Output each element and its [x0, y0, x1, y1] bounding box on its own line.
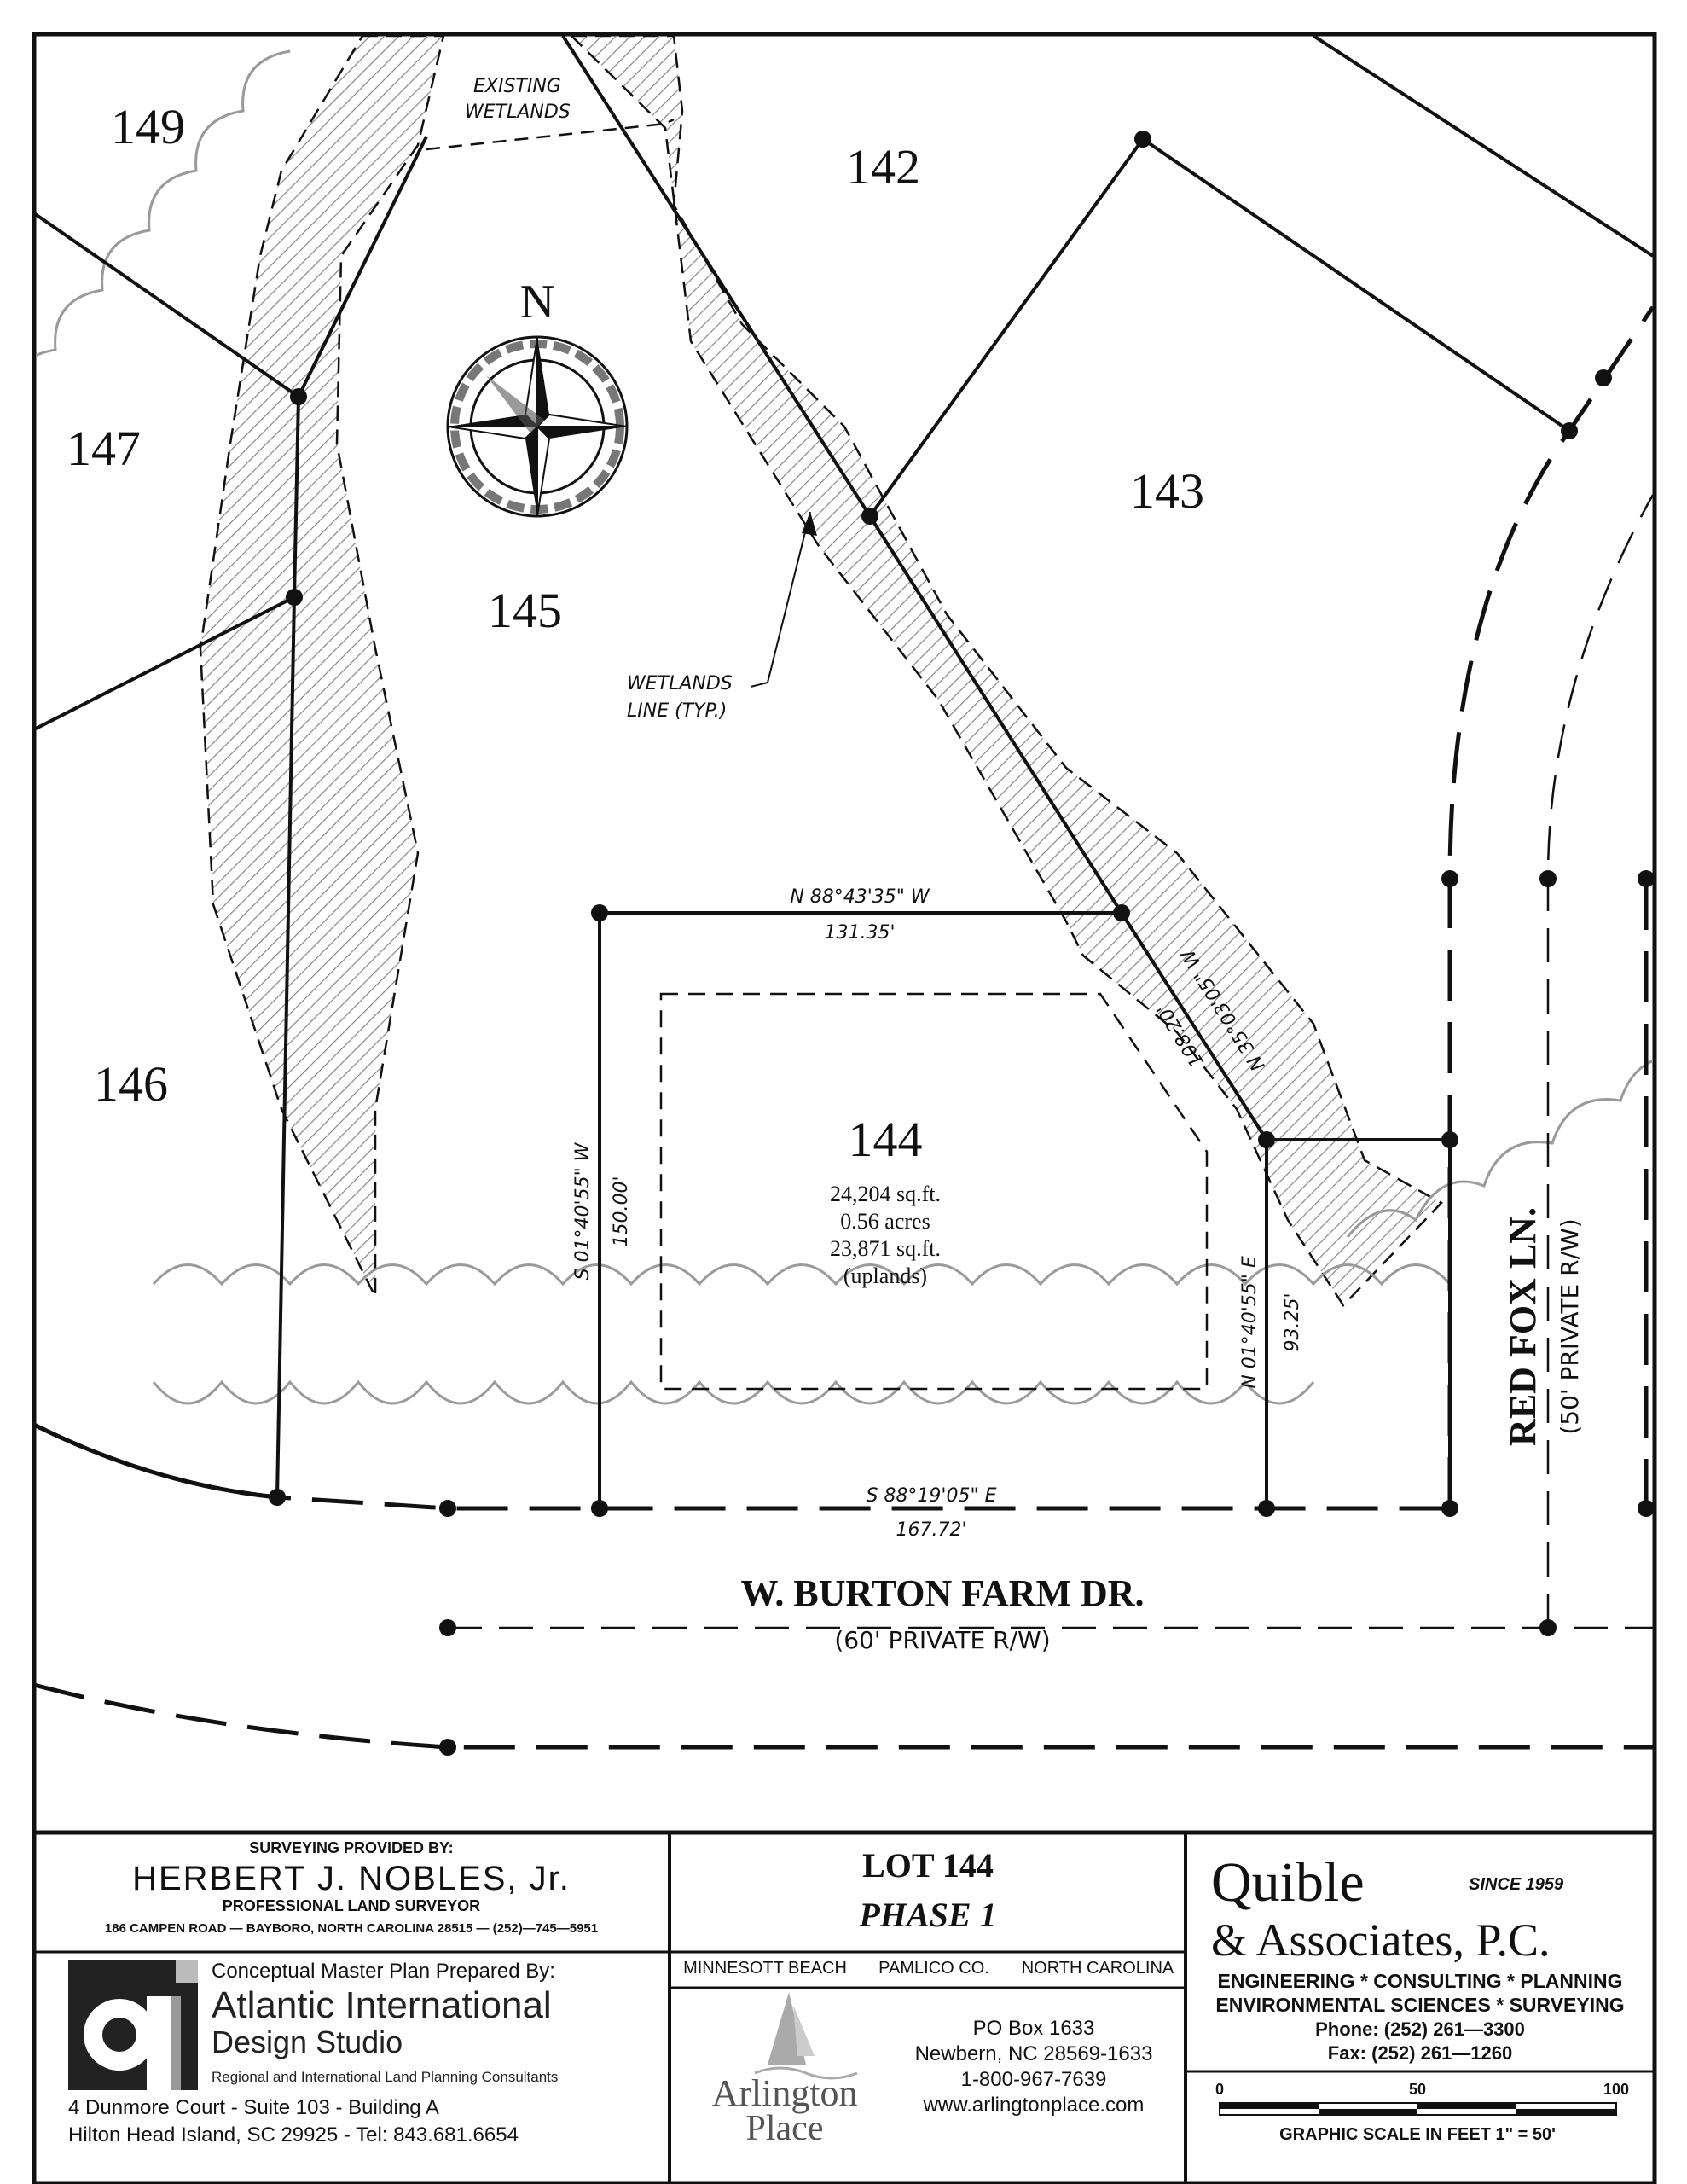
lot-144-uplands-sqft: 23,871 sq.ft.	[830, 1236, 941, 1261]
wetlands-leader-arrow	[750, 511, 811, 688]
existing-wetlands-boundary	[426, 118, 675, 151]
wetlands-west	[199, 36, 445, 1298]
north-line-distance: 131.35'	[824, 922, 895, 944]
scale-fifty: 50	[1409, 2081, 1426, 2098]
sheet-border	[32, 32, 1657, 2184]
scale-hundred: 100	[1603, 2081, 1629, 2098]
aids-address-2: Hilton Head Island, SC 29925 - Tel: 843.…	[68, 2123, 519, 2146]
company-since: SINCE 1959	[1469, 1875, 1564, 1894]
property-corners	[269, 131, 1653, 1756]
red-fox-road-name: RED FOX LN.	[1502, 1207, 1544, 1446]
lot-144-area-sqft: 24,204 sq.ft.	[830, 1182, 941, 1206]
lot-lines	[36, 36, 1653, 1510]
aids-address-1: 4 Dunmore Court - Suite 103 - Building A	[68, 2096, 439, 2119]
surveyor-title: PROFESSIONAL LAND SURVEYOR	[223, 1897, 480, 1914]
aids-name-2: Design Studio	[212, 2024, 403, 2059]
wetlands-line-label-2: LINE (TYP.)	[627, 700, 727, 722]
red-fox-road-rw: (50' PRIVATE R/W)	[1556, 1218, 1584, 1434]
west-line-distance: 150.00'	[611, 1176, 632, 1246]
location-county: PAMLICO CO.	[878, 1959, 989, 1978]
surveyor-header: SURVEYING PROVIDED BY:	[249, 1839, 453, 1856]
company-phone: Phone: (252) 261—3300	[1315, 2018, 1525, 2040]
tree-line-south	[152, 1263, 1452, 1287]
arlington-name-2: Place	[746, 2109, 824, 2148]
surveyor-name: HERBERT J. NOBLES, Jr.	[132, 1860, 571, 1897]
arlington-sail-icon	[754, 1992, 858, 2080]
company-name: Quible	[1211, 1851, 1365, 1914]
company-services-2: ENVIRONMENTAL SCIENCES * SURVEYING	[1215, 1994, 1624, 2016]
company-associates: & Associates, P.C.	[1211, 1914, 1551, 1966]
arlington-name-1: Arlington	[711, 2072, 857, 2114]
lot-143-label: 143	[1130, 463, 1204, 519]
aids-tagline: Regional and International Land Planning…	[212, 2069, 558, 2085]
lot-142-label: 142	[846, 139, 920, 195]
title-block	[34, 1833, 1655, 2184]
tree-line-east	[1346, 1059, 1653, 1238]
scale-zero: 0	[1215, 2081, 1224, 2098]
scale-caption: GRAPHIC SCALE IN FEET 1" = 50'	[1279, 2125, 1556, 2144]
aids-name-1: Atlantic International	[212, 1984, 552, 2026]
north-line-bearing: N 88°43'35" W	[790, 886, 930, 908]
arlington-po-box: PO Box 1633	[973, 2017, 1095, 2040]
south-line-bearing: S 88°19'05" E	[866, 1485, 996, 1507]
arlington-tollfree: 1-800-967-7639	[961, 2068, 1107, 2091]
existing-wetlands-label: EXISTING	[473, 76, 561, 97]
company-services-1: ENGINEERING * CONSULTING * PLANNING	[1218, 1970, 1623, 1992]
burton-farm-road-name: W. BURTON FARM DR.	[740, 1572, 1144, 1614]
north-arrow-icon	[446, 335, 629, 518]
arlington-web[interactable]: www.arlingtonplace.com	[923, 2094, 1145, 2117]
lot-146-label: 146	[94, 1056, 168, 1112]
arlington-city: Newbern, NC 28569-1633	[915, 2042, 1153, 2065]
existing-wetlands-label-2: WETLANDS	[465, 102, 571, 123]
red-fox-road	[1447, 305, 1653, 1628]
graphic-scale	[1219, 2102, 1617, 2116]
east-line-bearing: N 01°40'55" E	[1239, 1256, 1261, 1389]
tree-line-south-lower	[152, 1380, 1315, 1405]
burton-farm-road	[36, 1423, 1653, 1750]
north-label: N	[520, 276, 554, 328]
company-fax: Fax: (252) 261—1260	[1328, 2042, 1512, 2064]
lot-144-label: 144	[849, 1112, 923, 1167]
east-line-distance: 93.25'	[1282, 1292, 1303, 1351]
tree-line-west	[36, 49, 291, 357]
lot-147-label: 147	[67, 421, 141, 476]
location-state: NORTH CAROLINA	[1022, 1959, 1174, 1978]
location-town: MINNESOTT BEACH	[683, 1959, 847, 1978]
lot-149-label: 149	[111, 99, 185, 154]
lot-144-area-acres: 0.56 acres	[840, 1209, 930, 1234]
building-envelope	[659, 992, 1209, 1391]
phase-title: PHASE 1	[858, 1896, 996, 1934]
wetlands-line-label: WETLANDS	[627, 673, 733, 694]
lot-145-label: 145	[488, 583, 562, 638]
wetlands-east	[570, 36, 1444, 1308]
leader-arrowhead-icon	[802, 512, 817, 536]
burton-farm-road-rw: (60' PRIVATE R/W)	[834, 1626, 1050, 1654]
lot-title: LOT 144	[862, 1846, 994, 1885]
lot-144-uplands-label: (uplands)	[844, 1263, 927, 1288]
west-line-bearing: S 01°40'55" W	[572, 1141, 594, 1280]
south-line-distance: 167.72'	[896, 1519, 966, 1541]
surveyor-address: 186 CAMPEN ROAD — BAYBORO, NORTH CAROLIN…	[105, 1921, 598, 1936]
aids-logo-icon	[68, 1960, 198, 2090]
plan-header: Conceptual Master Plan Prepared By:	[212, 1960, 555, 1983]
